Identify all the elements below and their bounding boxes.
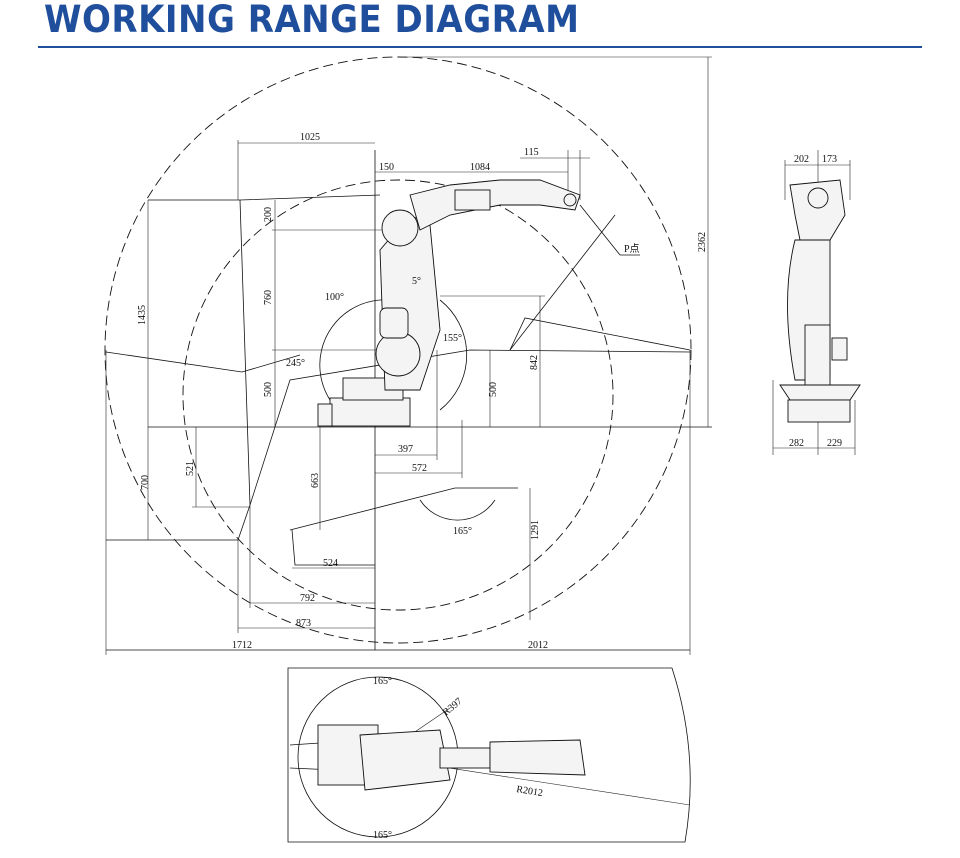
dim-1084: 1084 <box>470 162 490 173</box>
angle-165: 165° <box>453 526 472 537</box>
front-view: 202 173 282 229 <box>772 150 861 455</box>
dim-873: 873 <box>296 618 311 629</box>
dim-2012: 2012 <box>528 640 548 651</box>
dim-760: 760 <box>263 290 274 305</box>
dim-524: 524 <box>323 558 338 569</box>
dim-150: 150 <box>379 162 394 173</box>
dim-200: 200 <box>263 207 274 222</box>
inner-reach-arc <box>182 179 614 611</box>
dim-229: 229 <box>827 438 842 449</box>
dim-1291: 1291 <box>530 520 541 540</box>
top-view: 165° 165° R397 R2012 <box>287 667 691 843</box>
robot-side-drawing <box>317 179 581 427</box>
dim-1712: 1712 <box>232 640 252 651</box>
dim-1435: 1435 <box>137 305 148 325</box>
top-angle-165-bottom: 165° <box>373 830 392 841</box>
angle-100: 100° <box>325 292 344 303</box>
radius-r397: R397 <box>441 696 465 718</box>
dim-521: 521 <box>185 461 196 476</box>
radius-r2012: R2012 <box>516 784 544 799</box>
dim-2362: 2362 <box>697 232 708 252</box>
dim-115: 115 <box>524 147 539 158</box>
page-title: WORKING RANGE DIAGRAM <box>44 0 580 41</box>
angle-155: 155° <box>443 333 462 344</box>
dim-173: 173 <box>822 154 837 165</box>
dim-500-right: 500 <box>488 382 499 397</box>
dim-282: 282 <box>789 438 804 449</box>
side-view: 1025 150 1084 115 200 760 1435 500 500 8… <box>104 56 712 655</box>
dim-792: 792 <box>300 593 315 604</box>
dim-572: 572 <box>412 463 427 474</box>
top-angle-165-top: 165° <box>373 676 392 687</box>
dim-700: 700 <box>140 475 151 490</box>
dim-202: 202 <box>794 154 809 165</box>
angle-245: 245° <box>286 358 305 369</box>
dim-397: 397 <box>398 444 413 455</box>
dim-1025: 1025 <box>300 132 320 143</box>
dim-500-left: 500 <box>263 382 274 397</box>
title-underline <box>38 46 922 48</box>
dim-842: 842 <box>529 355 540 370</box>
dim-663: 663 <box>310 473 321 488</box>
angle-5: 5° <box>412 276 421 287</box>
p-point-label: P点 <box>624 243 640 255</box>
